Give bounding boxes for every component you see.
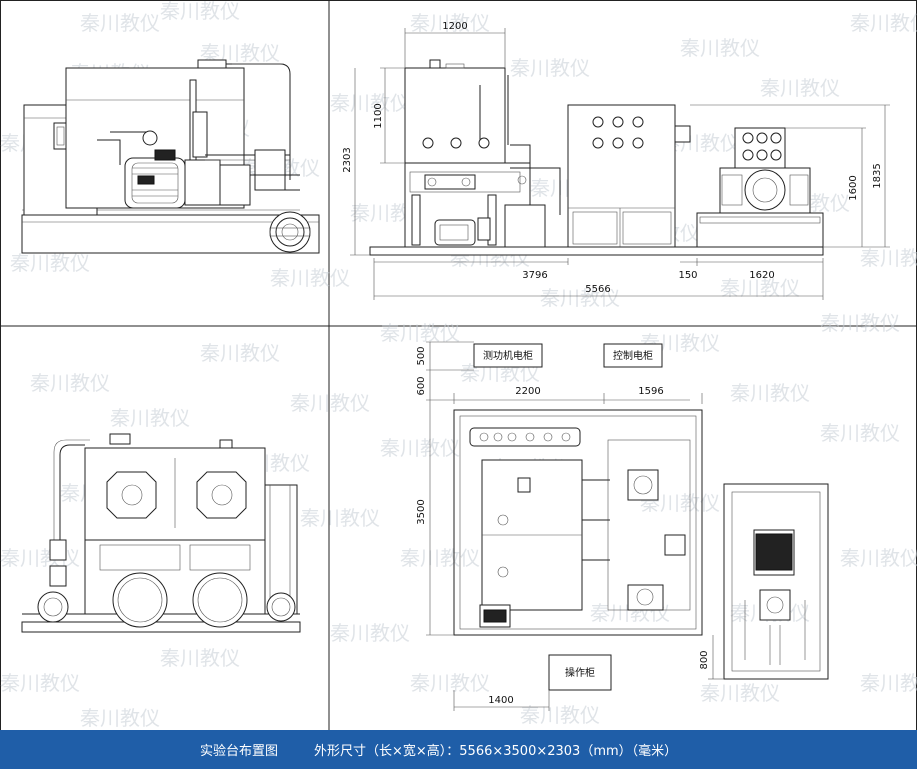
- dim-cabinet-total-height: 1835: [872, 163, 883, 188]
- operator-cabinet-label: 操作柜: [565, 666, 595, 679]
- watermark: 秦川教仪: [540, 286, 620, 310]
- watermark: 秦川教仪: [840, 546, 917, 570]
- operator-cabinet-box: [548, 654, 612, 691]
- watermark: 秦川教仪: [680, 36, 760, 60]
- dim-base-length: 3796: [522, 270, 547, 281]
- side-view-drawing: [21, 59, 320, 254]
- watermark: 秦川教仪: [820, 421, 900, 445]
- watermark: 秦川教仪: [80, 11, 160, 35]
- control-cabinet-box: [603, 343, 663, 368]
- dim-tank-width: 1200: [442, 21, 467, 32]
- plan-view-drawing: 测功机电柜 控制电柜 操作柜: [416, 341, 829, 711]
- watermark: 秦川教仪: [380, 321, 460, 345]
- watermark: 秦川教仪: [760, 76, 840, 100]
- watermark: 秦川教仪: [410, 11, 490, 35]
- watermark-layer: 秦川教仪 秦川教仪 秦川教仪 秦川教仪 秦川教仪 秦川教仪 秦川教仪 秦川教仪 …: [0, 0, 917, 753]
- dim-tank-height: 1100: [373, 103, 384, 128]
- watermark: 秦川教仪: [300, 506, 380, 530]
- dim-right-width: 1596: [638, 386, 663, 397]
- watermark: 秦川教仪: [270, 266, 350, 290]
- dim-cabinet-length: 1620: [749, 270, 774, 281]
- watermark: 秦川教仪: [30, 371, 110, 395]
- caption-background: [0, 730, 917, 769]
- end-view-drawing: [21, 433, 301, 633]
- watermark: 秦川教仪: [0, 546, 80, 570]
- watermark: 秦川教仪: [0, 671, 80, 695]
- watermark: 秦川教仪: [860, 246, 917, 270]
- dyno-cabinet-box: [473, 343, 543, 368]
- dim-total-length: 5566: [585, 284, 610, 295]
- watermark: 秦川教仪: [730, 381, 810, 405]
- watermark: 秦川教仪: [330, 91, 410, 115]
- watermark: 秦川教仪: [290, 391, 370, 415]
- caption-dimensions: 外形尺寸（长×宽×高）：5566×3500×2303（mm）（毫米）: [314, 743, 677, 759]
- watermark: 秦川教仪: [80, 706, 160, 730]
- dim-depth: 3500: [416, 499, 427, 524]
- watermark: 秦川教仪: [160, 0, 240, 23]
- dim-operator-width: 1400: [488, 695, 513, 706]
- dim-total-height: 2303: [342, 147, 353, 172]
- caption-title: 实验台布置图: [200, 743, 278, 759]
- watermark: 秦川教仪: [700, 681, 780, 705]
- watermark: 秦川教仪: [160, 646, 240, 670]
- watermark: 秦川教仪: [510, 56, 590, 80]
- dim-cabinet-height: 1600: [848, 175, 859, 200]
- dim-left-width: 2200: [515, 386, 540, 397]
- watermark: 秦川教仪: [110, 406, 190, 430]
- watermark: 秦川教仪: [820, 311, 900, 335]
- dyno-cabinet-label: 测功机电柜: [483, 349, 533, 362]
- watermark: 秦川教仪: [380, 436, 460, 460]
- dim-gap: 150: [678, 270, 697, 281]
- watermark: 秦川教仪: [10, 251, 90, 275]
- watermark: 秦川教仪: [410, 671, 490, 695]
- watermark: 秦川教仪: [850, 11, 917, 35]
- watermark: 秦川教仪: [400, 546, 480, 570]
- control-cabinet-label: 控制电柜: [613, 349, 653, 362]
- watermark: 秦川教仪: [520, 703, 600, 727]
- caption-bar: 实验台布置图 外形尺寸（长×宽×高）：5566×3500×2303（mm）（毫米…: [0, 730, 917, 769]
- dim-top-clearance: 600: [416, 376, 427, 395]
- watermark: 秦川教仪: [860, 671, 917, 695]
- dim-top-margin: 500: [416, 346, 427, 365]
- watermark: 秦川教仪: [200, 341, 280, 365]
- front-view-drawing: 1200 1100 2303 3796 150 1620 5566 1600 1…: [342, 21, 890, 300]
- watermark: 秦川教仪: [330, 621, 410, 645]
- dim-operator-depth: 800: [699, 650, 710, 669]
